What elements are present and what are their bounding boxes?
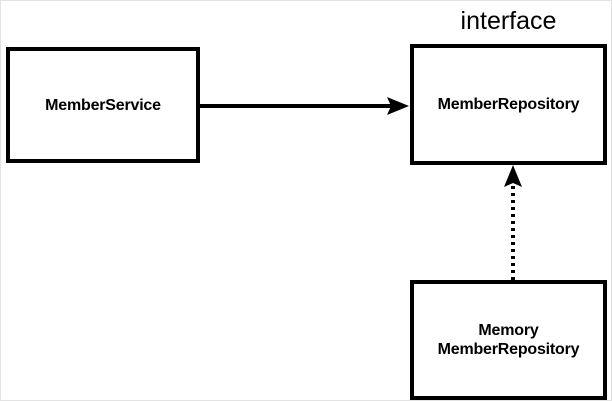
- class-label-memory-member-repository: Memory MemberRepository: [437, 322, 580, 358]
- class-box-memory-member-repository[interactable]: Memory MemberRepository: [410, 280, 607, 400]
- arrowhead-implements: [504, 165, 522, 187]
- class-label-member-repository: MemberRepository: [437, 96, 580, 113]
- arrowhead-uses: [387, 97, 409, 115]
- interface-stereotype-label: interface: [460, 7, 557, 35]
- class-box-member-repository[interactable]: MemberRepository: [410, 44, 607, 165]
- class-box-member-service[interactable]: MemberService: [6, 47, 200, 163]
- edge-memory-member-repository-to-member-repository: [504, 165, 522, 280]
- class-label-member-service: MemberService: [45, 96, 161, 114]
- edge-member-service-to-member-repository: [200, 97, 409, 115]
